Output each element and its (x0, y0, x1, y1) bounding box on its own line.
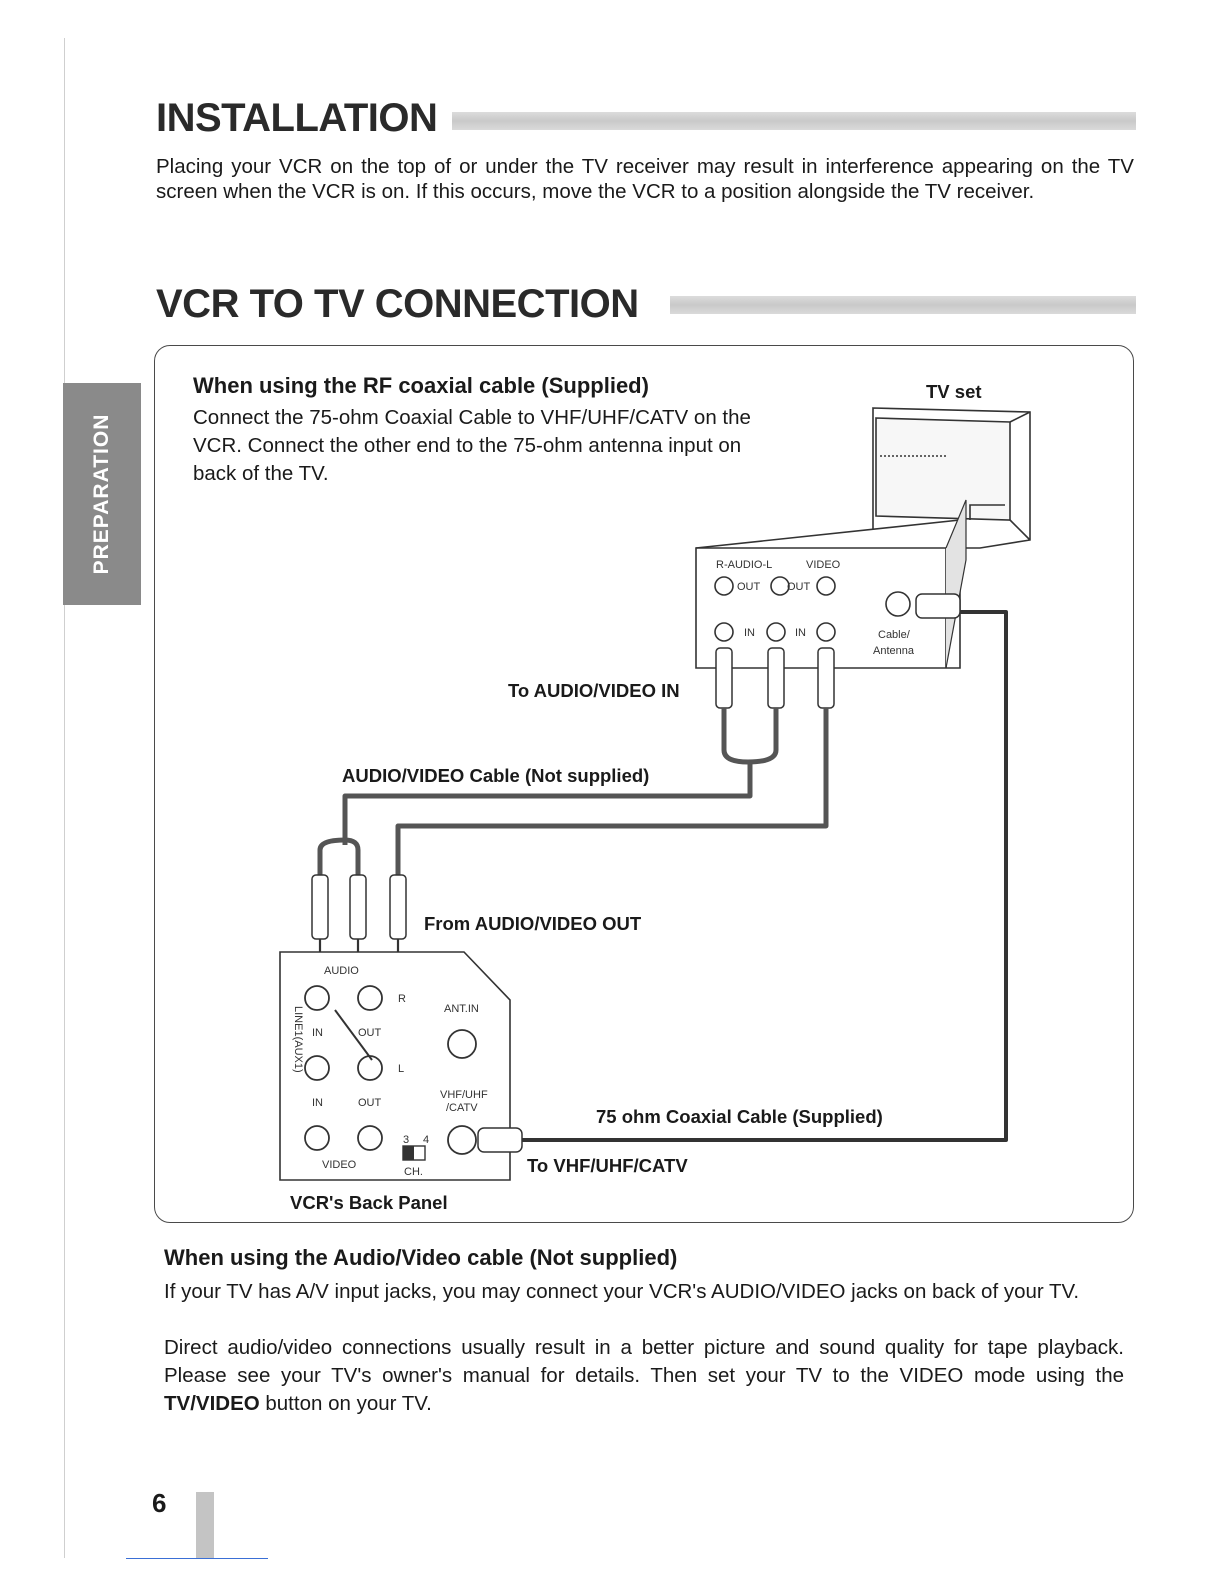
tv-cable-label: Cable/ (878, 629, 911, 641)
vcr-rca-plugs (311, 874, 407, 940)
tv-set-illustration (872, 407, 1031, 549)
vcr-audio-label: AUDIO (324, 965, 359, 977)
vcr-video-label: VIDEO (322, 1159, 357, 1171)
rf-cable-title: When using the RF coaxial cable (Supplie… (193, 373, 649, 398)
tv-audio-l-in-jack (766, 622, 786, 642)
vcr-ch4-label: 4 (423, 1134, 429, 1146)
page-number-bar (196, 1492, 214, 1558)
heading-rule (452, 112, 1136, 130)
tv-audio-label: R-AUDIO-L (716, 559, 772, 571)
page-number: 6 (152, 1488, 167, 1518)
tv-coax-plug (915, 593, 961, 619)
tv-set-label: TV set (926, 381, 982, 402)
vcr-audio-l-in-jack (304, 1055, 330, 1081)
page-margin-line (64, 38, 65, 1558)
vcr-video-in-jack (304, 1125, 330, 1151)
vcr-ch3-label: 3 (403, 1134, 409, 1146)
av-paragraph-2: Direct audio/video connections usually r… (164, 1334, 1124, 1418)
vcr-ant-in-label: ANT.IN (444, 1003, 479, 1015)
rf-cable-instructions: Connect the 75-ohm Coaxial Cable to VHF/… (193, 406, 751, 485)
av-paragraph-2-text: Direct audio/video connections usually r… (164, 1336, 1124, 1387)
tv-out-label: OUT (787, 581, 811, 593)
vcr-audio-l-out-jack (357, 1055, 383, 1081)
connection-diagram-panel (154, 345, 1134, 1223)
vcr-in-label: IN (312, 1097, 323, 1109)
to-vhf-label: To VHF/UHF/CATV (527, 1155, 688, 1176)
vcr-video-out-jack (357, 1125, 383, 1151)
vcr-out-label: OUT (358, 1027, 382, 1039)
av-paragraph-2-end: button on your TV. (259, 1392, 432, 1415)
section-side-tab: PREPARATION (63, 383, 141, 605)
installation-text: Placing your VCR on the top of or under … (156, 155, 1134, 203)
vcr-catv-label: /CATV (446, 1102, 478, 1114)
tv-in-label: IN (795, 627, 806, 639)
vcr-r-label: R (398, 993, 406, 1005)
vcr-line-label: LINE1(AUX1) (292, 1006, 304, 1073)
vcr-antenna-in-jack (447, 1029, 477, 1059)
installation-heading: INSTALLATION (156, 96, 438, 140)
tv-antenna-label: Antenna (873, 645, 915, 657)
vcr-vhf-uhf-catv-jack (447, 1125, 477, 1155)
tv-video-out-jack (816, 576, 836, 596)
coaxial-cable (520, 610, 1008, 1142)
av-cable-title: When using the Audio/Video cable (Not su… (164, 1245, 678, 1270)
vcr-back-panel (279, 951, 511, 1181)
connection-heading: VCR TO TV CONNECTION (156, 282, 639, 326)
tv-out-label: OUT (737, 581, 761, 593)
vcr-in-label: IN (312, 1027, 323, 1039)
from-av-out-label: From AUDIO/VIDEO OUT (424, 913, 642, 934)
coax-cable-label: 75 ohm Coaxial Cable (Supplied) (596, 1106, 883, 1127)
vcr-audio-r-out-jack (357, 985, 383, 1011)
tv-in-label: IN (744, 627, 755, 639)
to-av-in-label: To AUDIO/VIDEO IN (508, 680, 680, 701)
vcr-ch-label: CH. (404, 1166, 423, 1178)
vcr-audio-r-in-jack (304, 985, 330, 1011)
vcr-back-panel-label: VCR's Back Panel (290, 1192, 448, 1213)
tv-video-label: VIDEO (806, 559, 841, 571)
vcr-coax-plug (477, 1127, 523, 1153)
tv-antenna-jack (885, 591, 911, 617)
tv-audio-l-out-jack (770, 576, 790, 596)
tv-audio-r-out-jack (714, 576, 734, 596)
tv-video-in-jack (816, 622, 836, 642)
vcr-l-label: L (398, 1063, 404, 1075)
vcr-vhf-label: VHF/UHF (440, 1089, 488, 1101)
av-cable-label: AUDIO/VIDEO Cable (Not supplied) (342, 765, 649, 786)
tv-video-button-name: TV/VIDEO (164, 1392, 260, 1415)
audio-video-cable (317, 708, 829, 875)
tv-audio-r-in-jack (714, 622, 734, 642)
footer-line (126, 1558, 268, 1559)
heading-rule (670, 296, 1136, 314)
vcr-out-label: OUT (358, 1097, 382, 1109)
av-paragraph-1: If your TV has A/V input jacks, you may … (164, 1280, 1080, 1303)
tv-rca-plugs (715, 647, 835, 709)
